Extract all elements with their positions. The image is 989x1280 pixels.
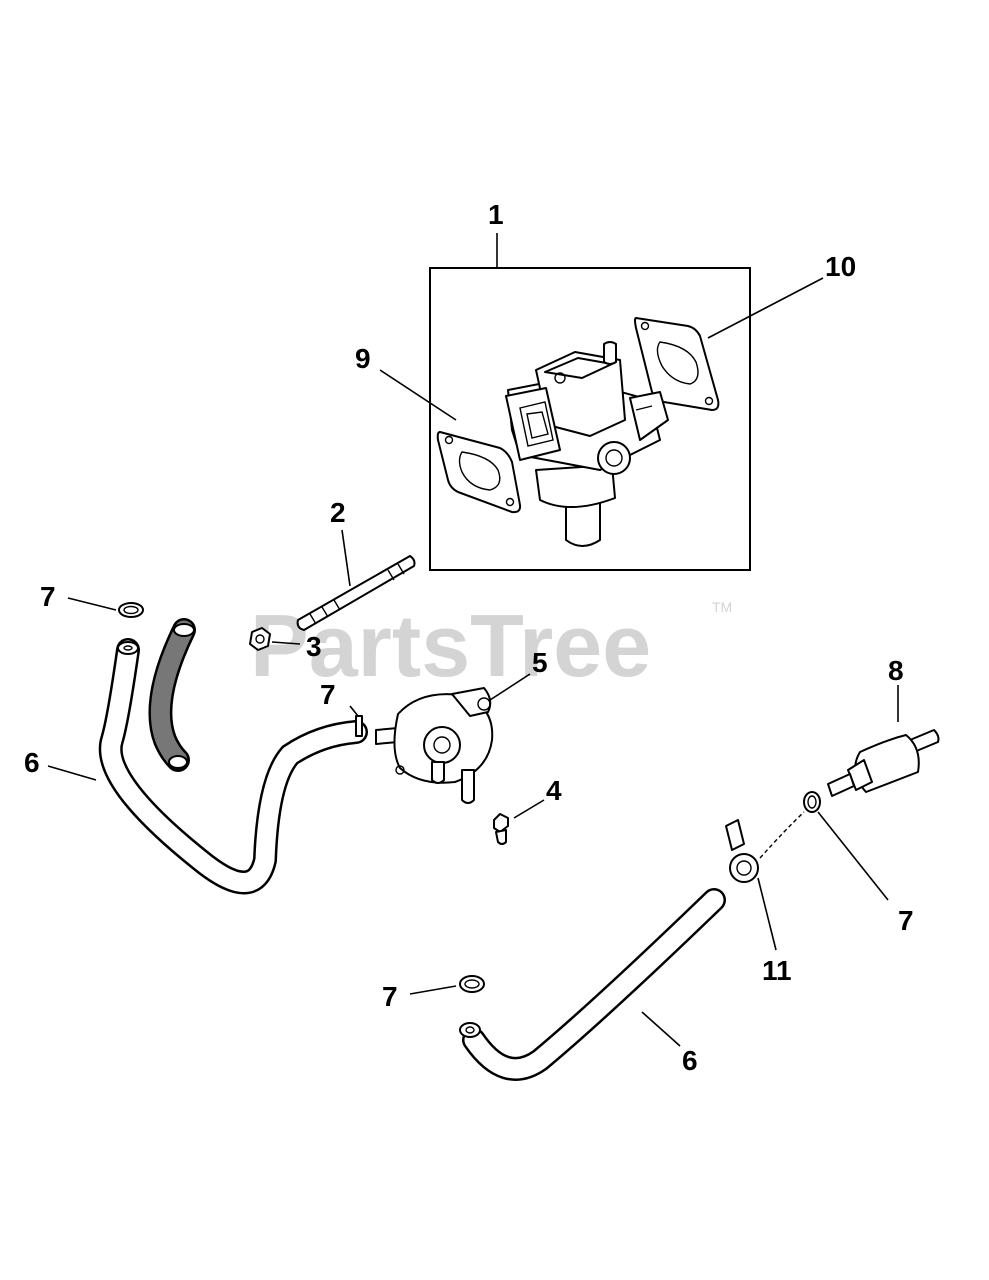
callout-7-filter: 7 [898, 905, 914, 936]
stud[interactable] [296, 529, 416, 631]
callout-6-right: 6 [682, 1045, 698, 1076]
fuel-line-left[interactable] [47, 638, 368, 895]
gasket-right[interactable] [634, 277, 824, 411]
hose-clamp-lower[interactable] [409, 975, 485, 995]
hose-clamp-filter[interactable] [803, 791, 889, 901]
callout-11: 11 [762, 955, 792, 986]
carburetor-kit-box [429, 233, 751, 571]
callout-7-pump: 7 [320, 679, 336, 710]
hose-sleeve[interactable] [148, 618, 196, 772]
callout-8: 8 [888, 655, 904, 686]
callout-10: 10 [825, 251, 856, 282]
callout-2: 2 [330, 497, 346, 528]
callout-7-lower: 7 [382, 981, 398, 1012]
callout-9: 9 [355, 343, 371, 374]
fuel-line-right[interactable] [459, 811, 805, 1081]
callout-6-left: 6 [24, 747, 40, 778]
hose-clamp-pump[interactable] [349, 705, 363, 737]
callout-4: 4 [546, 775, 562, 806]
watermark-trademark: TM [712, 599, 732, 615]
screw[interactable] [493, 799, 545, 845]
hose-clamp-upper-left[interactable] [67, 597, 144, 618]
callout-5: 5 [532, 647, 548, 678]
nut[interactable] [249, 627, 301, 651]
gasket-left[interactable] [379, 369, 522, 514]
callout-3: 3 [306, 631, 322, 662]
line-clip[interactable] [725, 819, 777, 951]
callout-1: 1 [488, 199, 504, 230]
fuel-filter[interactable] [827, 685, 940, 797]
callout-7-upper-left: 7 [40, 581, 56, 612]
carburetor[interactable] [505, 341, 669, 547]
fuel-pump[interactable] [375, 673, 531, 804]
